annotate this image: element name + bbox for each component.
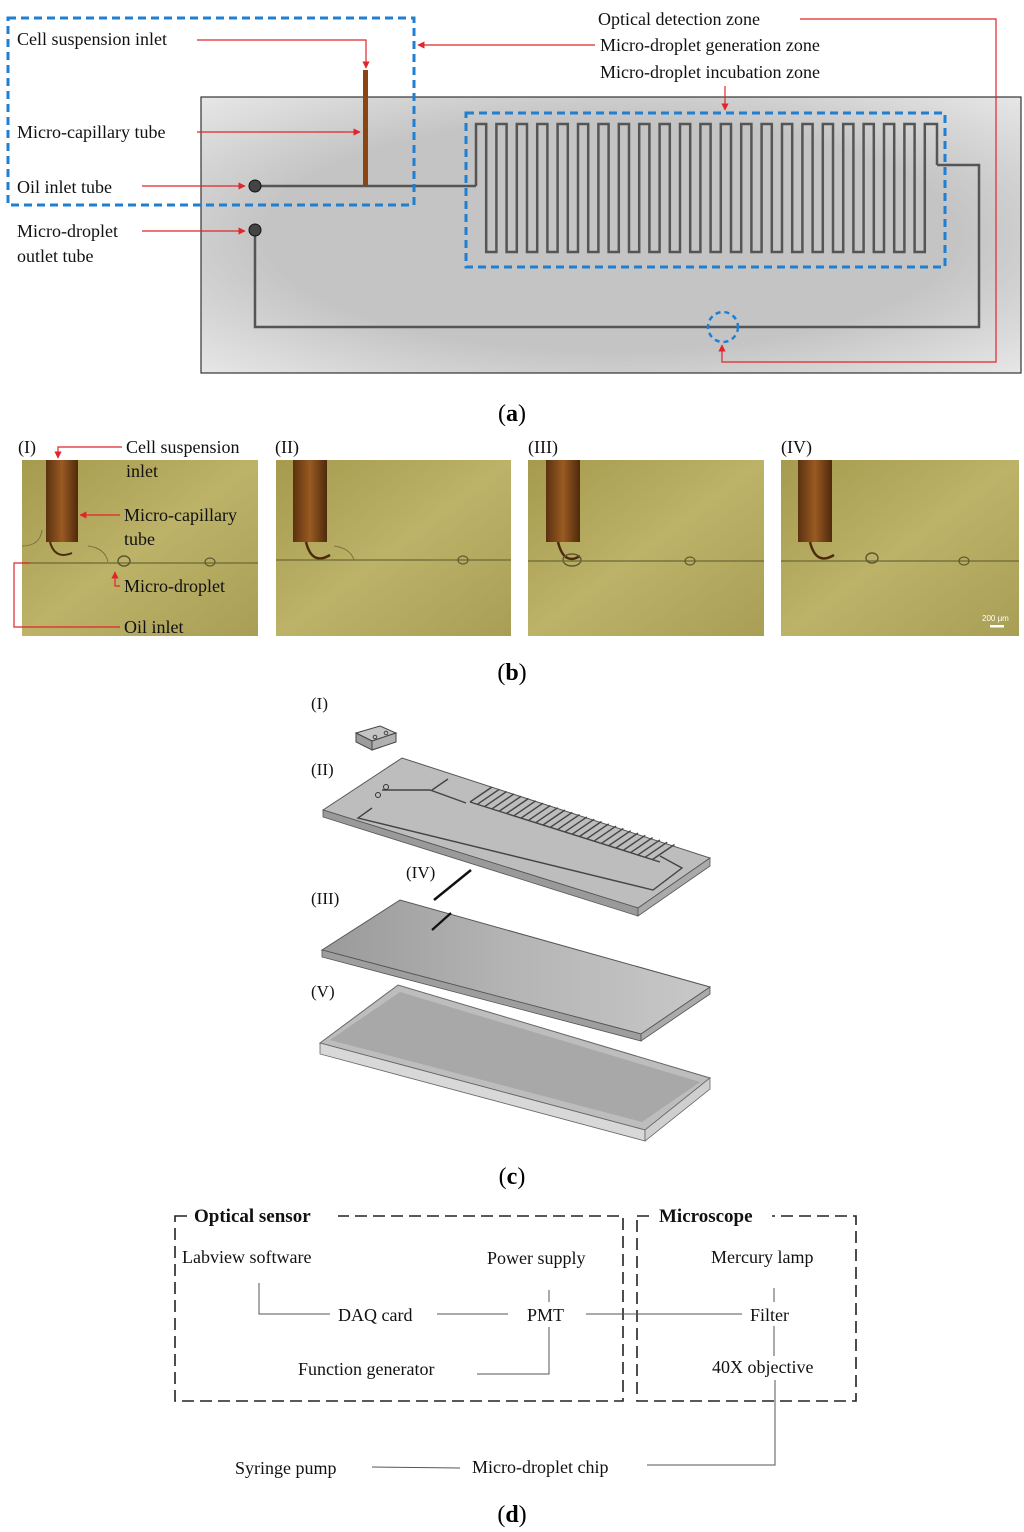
scale-bar bbox=[990, 625, 1004, 628]
node-syringe-pump: Syringe pump bbox=[235, 1458, 337, 1478]
label-outlet-tube: outlet tube bbox=[17, 246, 93, 266]
node-pmt: PMT bbox=[527, 1305, 564, 1325]
label-micro-droplet: Micro-droplet bbox=[17, 221, 118, 241]
label-micro-capillary-tube: Micro-capillary tube bbox=[17, 122, 165, 142]
label-inlet: inlet bbox=[126, 461, 158, 481]
node-filter: Filter bbox=[750, 1305, 789, 1325]
layer-label-4: (IV) bbox=[406, 863, 435, 882]
caption-c: (c) bbox=[499, 1164, 526, 1190]
glass-layer bbox=[320, 899, 712, 1042]
caption-b: (b) bbox=[497, 660, 526, 686]
panel-b: (I) (II) (III) (IV) bbox=[13, 437, 1019, 686]
label-cell-suspension: Cell suspension bbox=[126, 437, 240, 457]
panel-b-arrows bbox=[13, 446, 122, 628]
capillary-line bbox=[433, 869, 472, 901]
node-mercury-lamp: Mercury lamp bbox=[711, 1247, 813, 1267]
panel-c: (I) (II) (IV) (III) (V) bbox=[311, 694, 712, 1190]
caption-a: (a) bbox=[498, 401, 526, 427]
frame-label-3: (III) bbox=[528, 437, 558, 458]
detection-zone-circle bbox=[706, 310, 740, 344]
label-generation-zone: Micro-droplet generation zone bbox=[600, 35, 820, 55]
optical-sensor-title: Optical sensor bbox=[194, 1206, 311, 1227]
micro-capillary bbox=[363, 70, 368, 186]
frame-label-2: (II) bbox=[275, 437, 299, 458]
channel-layer bbox=[321, 757, 712, 917]
micrograph-1 bbox=[21, 460, 258, 636]
label-incubation-zone: Micro-droplet incubation zone bbox=[600, 62, 820, 82]
layer-label-5: (V) bbox=[311, 982, 335, 1001]
panel-d: Optical sensor Microscope Labview softwa… bbox=[174, 1202, 857, 1528]
connector-block bbox=[354, 725, 398, 751]
incubation-zone-box bbox=[464, 111, 947, 269]
label-micro-droplet-b: Micro-droplet bbox=[124, 576, 225, 596]
node-labview: Labview software bbox=[182, 1247, 311, 1267]
label-cell-suspension-inlet: Cell suspension inlet bbox=[17, 29, 167, 49]
label-micro-capillary: Micro-capillary bbox=[124, 505, 237, 525]
optical-sensor-box bbox=[174, 1215, 624, 1402]
serpentine-channel bbox=[474, 122, 939, 254]
node-micro-droplet-chip: Micro-droplet chip bbox=[472, 1457, 608, 1477]
substrate-layer bbox=[318, 984, 712, 1142]
caption-d: (d) bbox=[497, 1502, 526, 1528]
chip-body bbox=[200, 96, 1022, 374]
node-function-generator: Function generator bbox=[298, 1359, 434, 1379]
micrograph-4: 200 μm bbox=[781, 460, 1019, 636]
layer-label-2: (II) bbox=[311, 760, 334, 779]
scale-bar-label: 200 μm bbox=[982, 614, 1009, 623]
layer-label-3: (III) bbox=[311, 889, 339, 908]
label-tube: tube bbox=[124, 529, 155, 549]
micrograph-2 bbox=[276, 460, 511, 636]
connectors bbox=[258, 1283, 776, 1469]
node-power-supply: Power supply bbox=[487, 1248, 586, 1268]
oil-inlet-port bbox=[248, 179, 262, 193]
outlet-port bbox=[248, 223, 262, 237]
generation-zone-box bbox=[6, 16, 416, 207]
annotation-arrows bbox=[142, 18, 997, 363]
node-daq-card: DAQ card bbox=[338, 1305, 412, 1325]
frame-label-1: (I) bbox=[18, 437, 36, 458]
microscope-title: Microscope bbox=[659, 1206, 753, 1227]
label-optical-detection-zone: Optical detection zone bbox=[598, 9, 760, 29]
layer-label-1: (I) bbox=[311, 694, 328, 713]
panel-a: Cell suspension inlet Micro-capillary tu… bbox=[6, 9, 1022, 427]
node-objective: 40X objective bbox=[712, 1357, 813, 1377]
micrograph-3 bbox=[528, 460, 764, 636]
label-oil-inlet-tube: Oil inlet tube bbox=[17, 177, 112, 197]
label-oil-inlet-b: Oil inlet bbox=[124, 617, 184, 637]
frame-label-4: (IV) bbox=[781, 437, 812, 458]
